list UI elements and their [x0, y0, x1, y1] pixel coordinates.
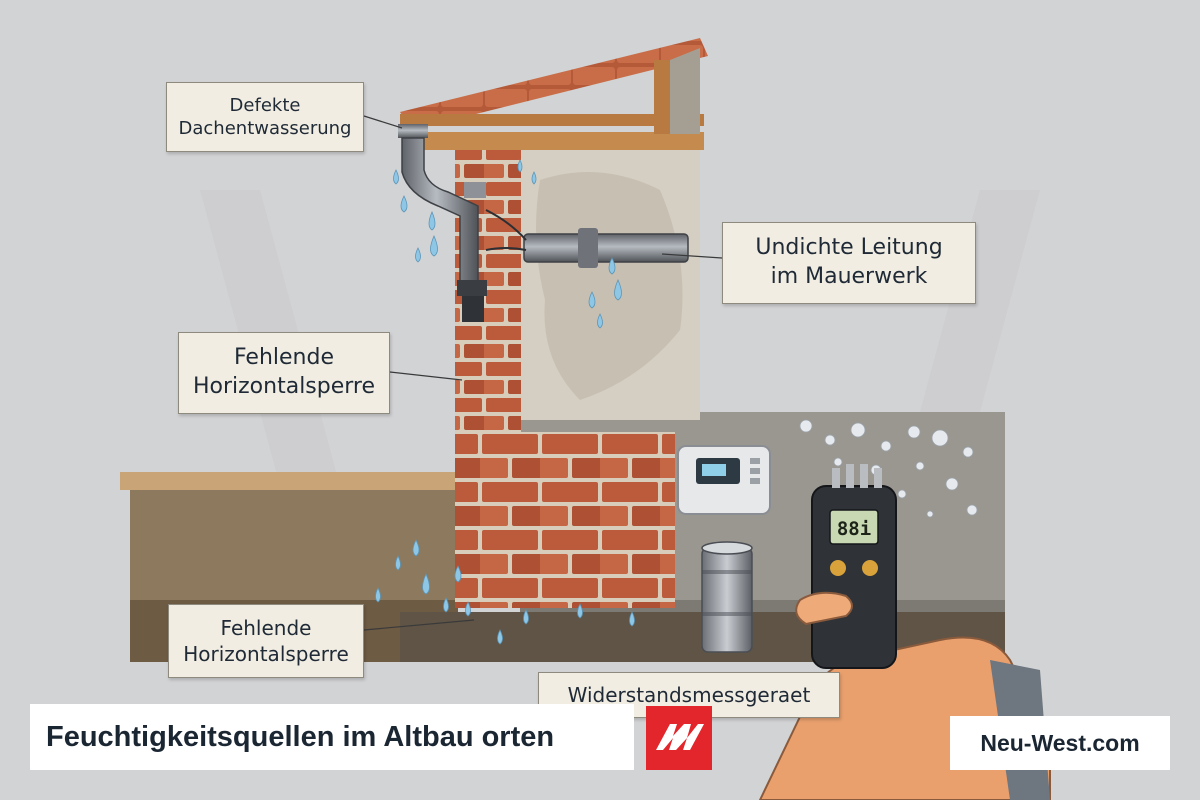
- meter-button-right: [862, 560, 878, 576]
- label-roof-drainage-line1: Defekte: [167, 94, 363, 117]
- caption-title-text: Feuchtigkeitsquellen im Altbau orten: [46, 721, 554, 754]
- gutter-outlet: [398, 124, 428, 138]
- brick-wall-lower: [455, 432, 675, 608]
- label-horizontal-barrier-upper-line2: Horizontalsperre: [179, 373, 389, 402]
- label-roof-drainage-line2: Dachentwasserung: [167, 117, 363, 140]
- hygrometer-display: [702, 464, 726, 476]
- label-horizontal-barrier-lower-line2: Horizontalsperre: [169, 641, 363, 667]
- label-leaking-pipe: Undichte Leitung im Mauerwerk: [722, 222, 976, 304]
- roof-beam-lower: [412, 132, 704, 150]
- roof-post: [654, 60, 670, 134]
- wall-pipe-coupling: [578, 228, 598, 268]
- label-horizontal-barrier-upper-line1: Fehlende: [179, 344, 389, 373]
- site-badge[interactable]: Neu-West.com: [950, 716, 1170, 770]
- metal-cylinder: [702, 548, 752, 652]
- label-roof-drainage: Defekte Dachentwasserung: [166, 82, 364, 152]
- downpipe-clamp: [457, 280, 487, 296]
- wall-pipe: [524, 234, 688, 262]
- label-leaking-pipe-line1: Undichte Leitung: [723, 234, 975, 263]
- meter-button-left: [830, 560, 846, 576]
- site-link[interactable]: Neu-West.com: [980, 730, 1139, 757]
- ground-surface-strip: [120, 472, 460, 490]
- meter-reading: 88i: [837, 518, 871, 540]
- label-horizontal-barrier-lower-line1: Fehlende: [169, 615, 363, 641]
- downpipe-end: [462, 296, 484, 322]
- label-horizontal-barrier-lower: Fehlende Horizontalsperre: [168, 604, 364, 678]
- downpipe-bracket: [464, 182, 486, 198]
- roof-insulation: [670, 48, 700, 134]
- label-leaking-pipe-line2: im Mauerwerk: [723, 263, 975, 292]
- nw-logo-icon: [646, 706, 712, 770]
- label-horizontal-barrier-upper: Fehlende Horizontalsperre: [178, 332, 390, 414]
- caption-title: Feuchtigkeitsquellen im Altbau orten: [30, 704, 634, 770]
- nw-logo-icon-svg: [646, 706, 712, 770]
